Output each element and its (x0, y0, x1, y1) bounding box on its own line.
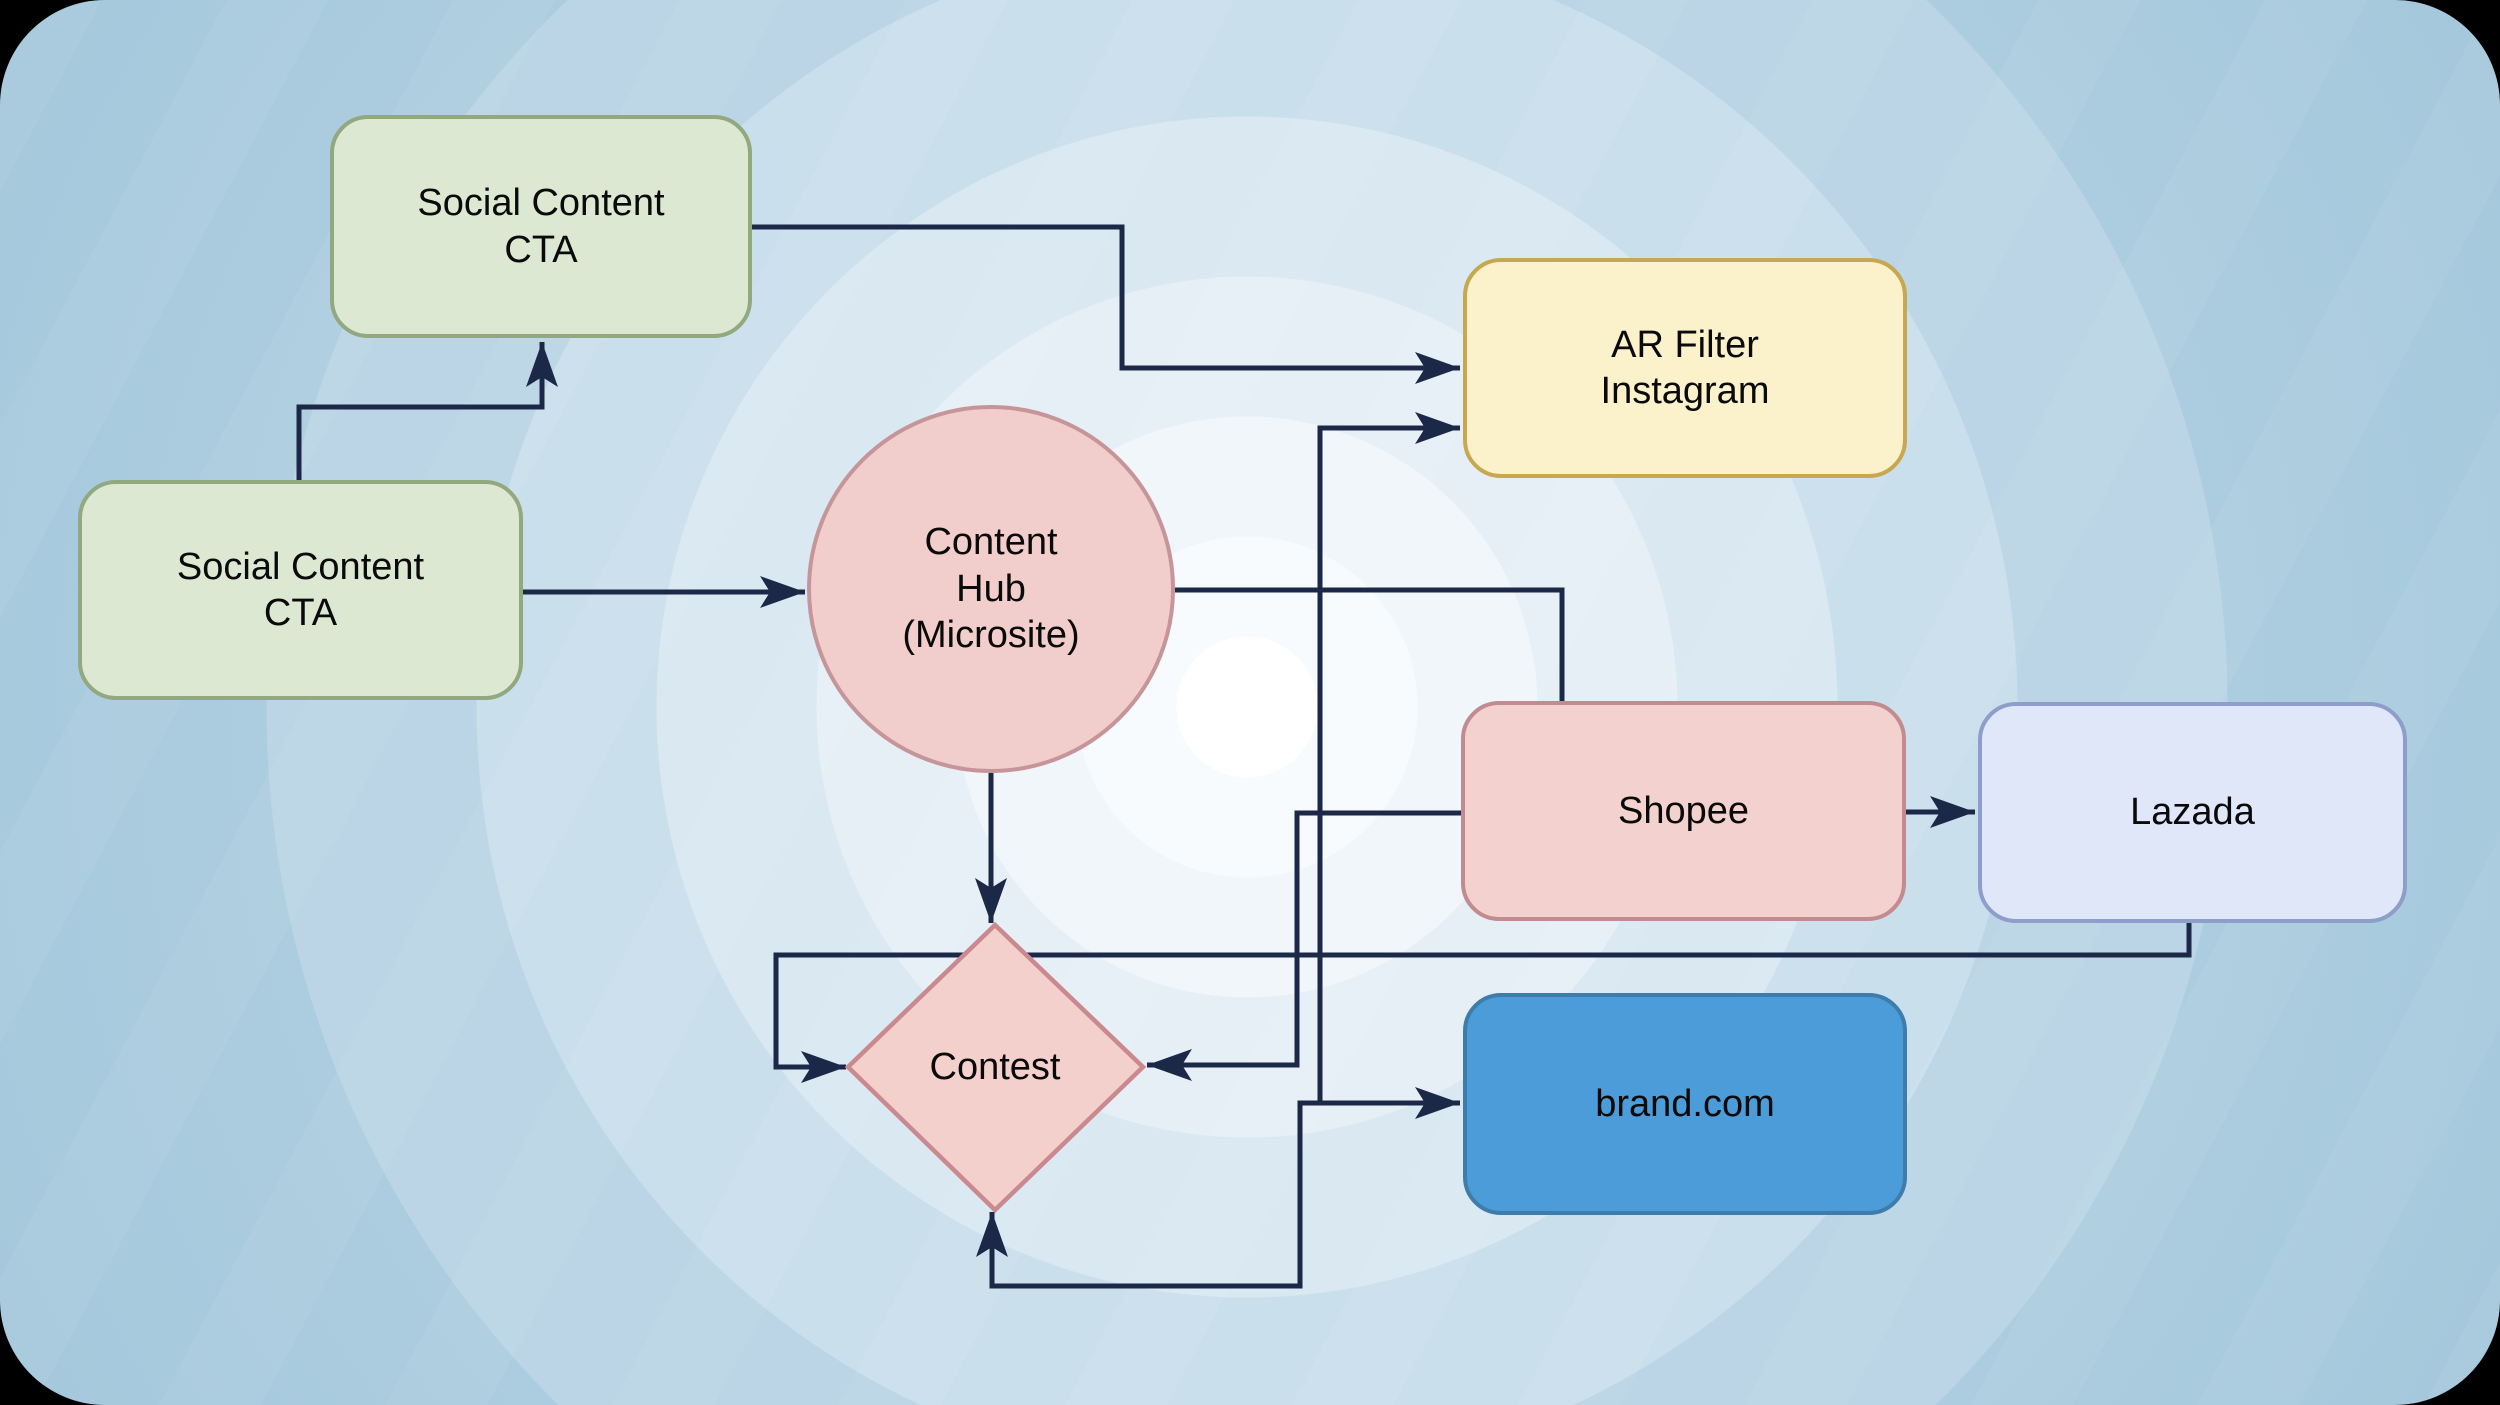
node-shopee: Shopee (1461, 701, 1906, 921)
edge-hub-to-arfilter (1317, 412, 1460, 590)
node-ar-filter-instagram: AR Filter Instagram (1463, 258, 1907, 478)
edge-hub-to-shopee (1175, 587, 1565, 703)
node-label: AR Filter Instagram (1600, 323, 1770, 412)
node-contest-label: Contest (845, 1012, 1145, 1122)
node-label: Social Content CTA (417, 182, 665, 271)
node-content-hub-microsite: Content Hub (Microsite) (807, 405, 1175, 773)
node-label: Social Content CTA (176, 545, 425, 634)
edge-socialctaleft-to-socialctatop (296, 342, 558, 480)
edge-lazada-to-contest (773, 923, 2192, 1083)
node-social-content-cta-top: Social Content CTA (330, 115, 752, 338)
node-label: Lazada (2130, 791, 2255, 834)
node-brand-com: brand.com (1463, 993, 1907, 1215)
edge-brandcom-to-contest (976, 1100, 1322, 1289)
node-social-content-cta-left: Social Content CTA (78, 480, 523, 700)
edge-shopee-to-contest (1147, 810, 1461, 1081)
node-label: Shopee (1617, 789, 1749, 832)
edge-hub-to-brandcom (1317, 590, 1460, 1119)
node-lazada: Lazada (1978, 702, 2407, 923)
node-label: brand.com (1595, 1082, 1775, 1125)
node-label: Content Hub (Microsite) (902, 521, 1080, 657)
contest-diamond (844, 921, 1147, 1214)
edge-socialctatop-to-arfilter (752, 224, 1460, 384)
node-label: Contest (929, 1045, 1061, 1088)
